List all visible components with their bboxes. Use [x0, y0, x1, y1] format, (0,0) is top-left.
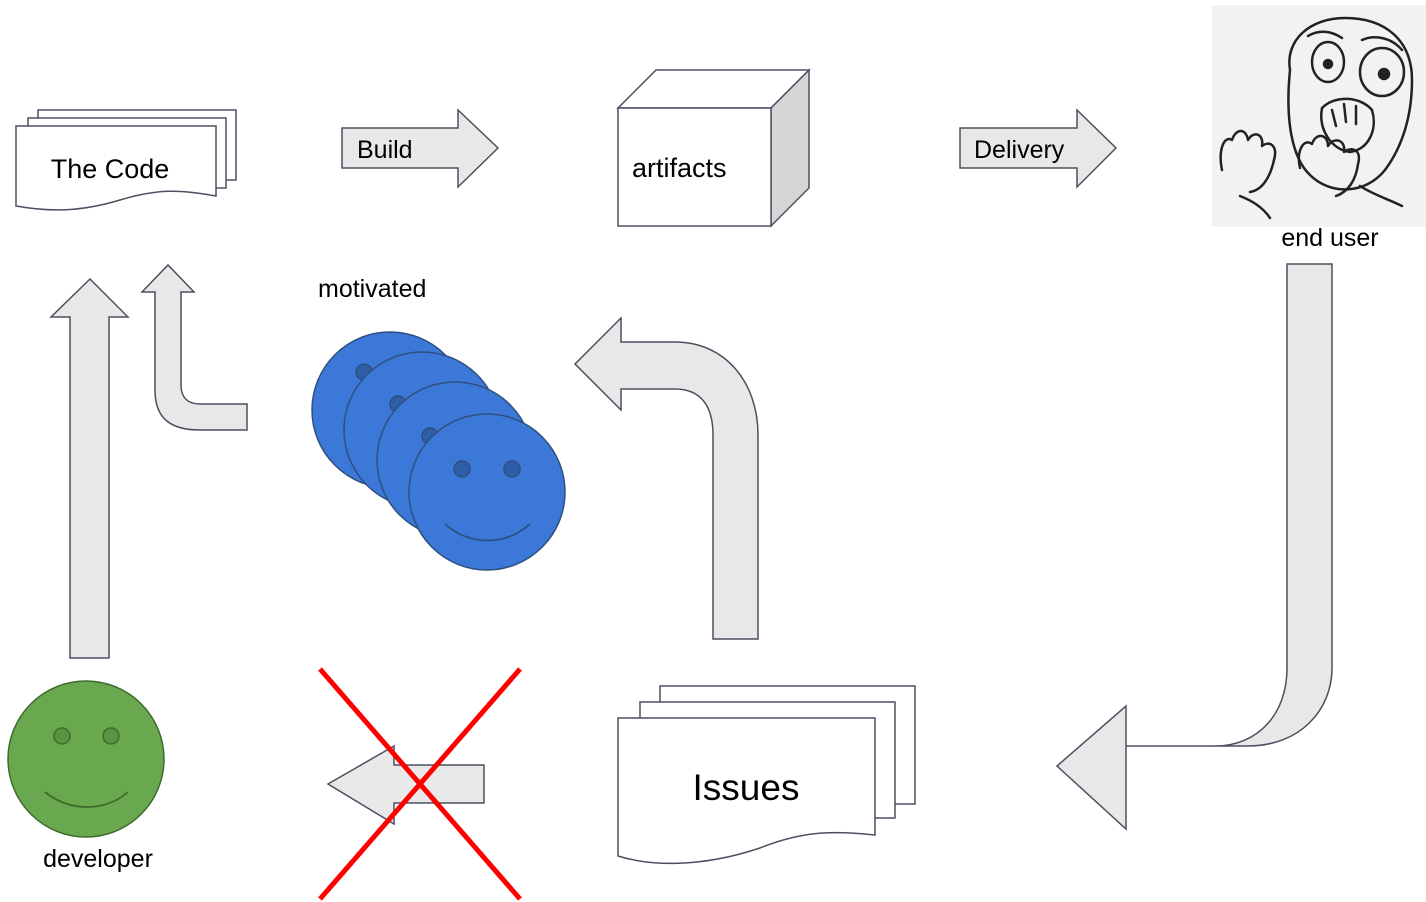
end-user-to-issues-arrow [1055, 263, 1333, 831]
issues-to-developer-arrow [326, 744, 485, 826]
blocked-red-x-icon [318, 667, 522, 901]
delivery-label: Delivery [974, 136, 1065, 164]
delivery-arrow [959, 108, 1118, 189]
issues-document-stack [617, 685, 916, 865]
end-user-face-image [1212, 5, 1426, 227]
motivated-face-4 [408, 413, 566, 571]
build-label: Build [357, 136, 413, 164]
artifacts-cube [616, 68, 811, 228]
the-code-label: The Code [51, 154, 170, 184]
the-code-document-stack [15, 109, 237, 211]
end-user-label: end user [1281, 224, 1378, 252]
motivated-label: motivated [318, 275, 426, 303]
developer-face [7, 680, 165, 838]
developer-label: developer [43, 845, 153, 873]
issues-label: Issues [693, 767, 800, 808]
developer-to-code-arrow [49, 277, 130, 659]
motivated-to-code-arrow [140, 263, 248, 431]
issues-to-motivated-arrow [573, 316, 759, 640]
artifacts-label: artifacts [632, 153, 727, 183]
motivated-faces-group [311, 331, 566, 571]
build-arrow [341, 108, 500, 189]
